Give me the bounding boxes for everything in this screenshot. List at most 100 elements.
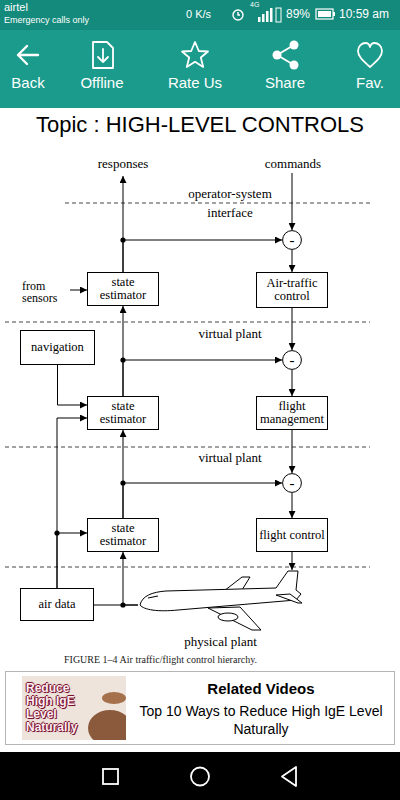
branch-dot xyxy=(120,480,125,485)
home-button xyxy=(191,768,209,786)
signal-line xyxy=(123,306,124,396)
dashed-boundary xyxy=(5,567,370,568)
signal-line xyxy=(123,430,124,518)
boundary-lines xyxy=(5,203,370,567)
signal-line xyxy=(292,430,293,473)
back-button xyxy=(282,767,296,786)
thumbnail-text: Reduce High IgE Level Naturally xyxy=(26,682,96,734)
powder-pile xyxy=(88,710,126,740)
signal-line xyxy=(292,250,293,272)
signal-bar xyxy=(266,11,269,22)
signal-line xyxy=(57,533,87,588)
box-label: state estimator xyxy=(90,522,156,548)
signal-label: commands xyxy=(248,156,338,172)
process-box: navigation xyxy=(20,330,95,365)
summing-junction: - xyxy=(282,350,302,370)
toolbar-label: Rate Us xyxy=(155,74,235,92)
branch-dot xyxy=(54,530,59,535)
commands-arrow xyxy=(292,173,293,230)
alarm-icon xyxy=(233,10,243,20)
process-box: state estimator xyxy=(87,396,159,430)
network-type: 4G xyxy=(250,1,264,9)
plant-label: physical plant xyxy=(138,634,303,649)
dashed-boundary xyxy=(5,447,370,448)
box-label: state estimator xyxy=(90,400,156,426)
near-wing xyxy=(208,607,261,630)
sensor-arrow xyxy=(70,290,87,291)
offline-icon xyxy=(93,42,113,68)
status-icons xyxy=(233,10,243,20)
signal-bar xyxy=(270,8,273,22)
signal-line xyxy=(123,483,282,518)
junction-sign: - xyxy=(290,231,295,249)
signal-line xyxy=(123,552,138,605)
cockpit-line xyxy=(148,596,158,598)
process-box: flight management xyxy=(256,396,328,430)
signal-label: from sensors xyxy=(22,280,70,304)
process-box: flight control xyxy=(256,518,328,552)
app-bar xyxy=(0,30,400,108)
box-label: air data xyxy=(38,598,75,611)
dashed-boundary xyxy=(65,203,370,204)
signal-line xyxy=(292,308,293,350)
process-box: state estimator xyxy=(87,272,159,306)
status-note: Emergency calls only xyxy=(4,15,154,26)
engine xyxy=(218,613,238,621)
signal-line xyxy=(123,240,282,272)
branch-dot xyxy=(120,237,125,242)
nav-bar xyxy=(0,752,400,800)
toolbar-label: Fav. xyxy=(342,74,398,92)
battery-tip xyxy=(333,12,335,16)
clock-time: 10:59 am xyxy=(339,7,399,21)
related-video-card: Related VideosTop 10 Ways to Reduce High… xyxy=(5,671,395,745)
signal-bar xyxy=(258,17,261,22)
box-label: Air-traffic control xyxy=(259,277,325,303)
signal-line xyxy=(57,418,87,588)
summing-junction: - xyxy=(282,230,302,250)
signal-line xyxy=(58,365,88,405)
aircraft-illustration xyxy=(138,570,303,632)
battery-percent: 89% xyxy=(286,7,316,21)
process-box: air data xyxy=(20,588,94,621)
branch-dot xyxy=(120,602,125,607)
sim-icon xyxy=(276,8,281,22)
signal-bar xyxy=(262,14,265,22)
tail-plane xyxy=(276,594,302,603)
boundary-label: operator-system xyxy=(165,186,295,202)
signal-line xyxy=(292,370,293,396)
box-label: navigation xyxy=(31,341,84,354)
battery-level xyxy=(318,11,331,17)
nav-icons xyxy=(103,767,296,786)
back-icon xyxy=(18,46,38,64)
signal-line xyxy=(292,552,293,570)
responses-arrow xyxy=(123,176,124,272)
branch-dot xyxy=(120,357,125,362)
app-bar-icons xyxy=(18,41,382,70)
spoon-shape xyxy=(102,692,126,704)
recent-button xyxy=(103,769,118,784)
video-thumbnail: Reduce High IgE Level Naturally xyxy=(22,676,126,740)
toolbar-label: Share xyxy=(250,74,320,92)
dashed-boundary xyxy=(5,322,370,323)
star-icon xyxy=(182,42,208,67)
page-title: Topic : HIGH-LEVEL CONTROLS xyxy=(0,112,400,138)
box-label: flight control xyxy=(259,529,325,542)
signal-line xyxy=(123,360,282,396)
video-title: Top 10 Ways to Reduce High IgE Level Nat… xyxy=(136,702,386,738)
carrier-name: airtel xyxy=(4,1,124,14)
junction-sign: - xyxy=(290,474,295,492)
signal-label: responses xyxy=(78,156,168,172)
toolbar-label: Back xyxy=(0,74,56,92)
aircraft-plant: physical plant xyxy=(138,570,303,652)
boundary-label: interface xyxy=(180,205,280,221)
fuselage xyxy=(140,571,301,611)
process-box: Air-traffic control xyxy=(256,272,328,308)
signal-icon xyxy=(258,8,335,22)
junction-circle xyxy=(283,351,302,370)
box-label: flight management xyxy=(259,400,325,426)
junction-sign: - xyxy=(290,351,295,369)
share-links xyxy=(277,45,294,65)
card-heading: Related Videos xyxy=(207,679,314,698)
junction-circle xyxy=(283,474,302,493)
